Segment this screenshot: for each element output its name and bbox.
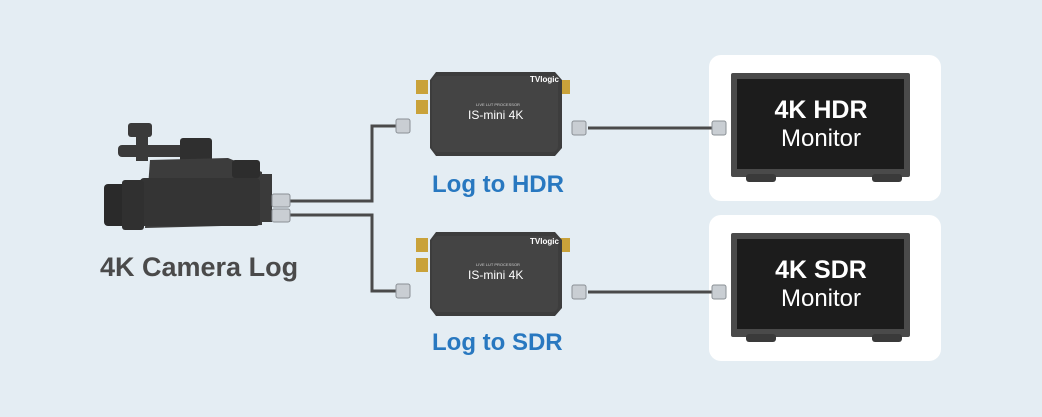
- converter-sdr-subtitle: LIVE LUT PROCESSOR: [476, 262, 520, 267]
- converter-hdr-brand: TVlogic: [530, 75, 559, 84]
- converter-sdr-icon: [395, 232, 587, 316]
- converter-hdr-label: Log to HDR: [432, 171, 564, 198]
- monitor-sdr-title: 4K SDR: [775, 256, 867, 284]
- monitor-sdr-icon: [711, 233, 910, 342]
- converter-hdr-subtitle: LIVE LUT PROCESSOR: [476, 102, 520, 107]
- camera-label: 4K Camera Log: [100, 252, 299, 282]
- monitor-sdr-screen-text: 4K SDR Monitor: [731, 256, 911, 313]
- cable-camera-to-hdr-converter: [290, 124, 396, 203]
- monitor-hdr-title: 4K HDR: [774, 96, 868, 124]
- converter-sdr-label: Log to SDR: [432, 329, 563, 356]
- monitor-hdr-screen-text: 4K HDR Monitor: [731, 96, 911, 153]
- cable-camera-to-sdr-converter: [290, 213, 396, 293]
- cables: [290, 124, 713, 294]
- monitor-hdr-subtitle: Monitor: [780, 125, 862, 152]
- monitor-hdr-icon: [711, 73, 910, 182]
- converter-hdr-icon: [395, 72, 587, 156]
- camera-sdi-connectors: [271, 193, 291, 223]
- camera-icon: [104, 123, 272, 230]
- converter-sdr-model: IS-mini 4K: [468, 268, 523, 282]
- converter-hdr-model: IS-mini 4K: [468, 108, 523, 122]
- monitor-sdr-subtitle: Monitor: [780, 285, 862, 312]
- converter-sdr-brand: TVlogic: [530, 237, 559, 246]
